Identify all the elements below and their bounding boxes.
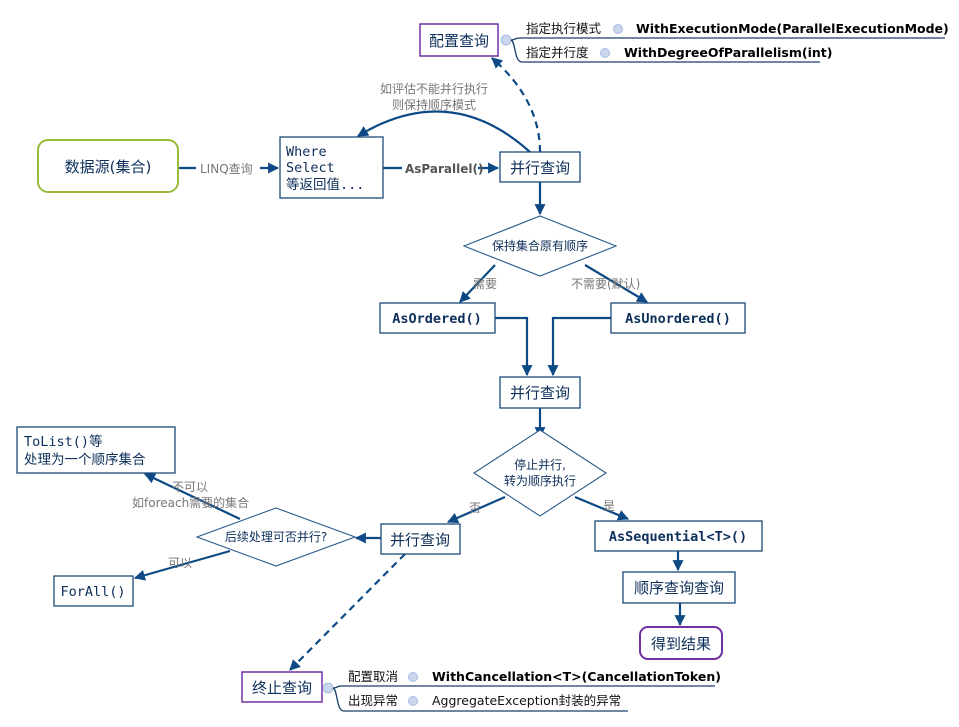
node-as-ordered[interactable]: AsOrdered() bbox=[379, 302, 496, 334]
node-config-label: 配置查询 bbox=[429, 32, 489, 50]
edge-label-can: 可以 bbox=[168, 556, 192, 570]
node-as-ordered-label: AsOrdered() bbox=[392, 311, 481, 327]
branch-value: AggregateException封装的异常 bbox=[432, 693, 621, 708]
branch-label: 指定并行度 bbox=[526, 45, 589, 60]
node-forall-label: ForAll() bbox=[60, 584, 125, 600]
collapse-icon[interactable] bbox=[500, 34, 512, 46]
edge-no bbox=[446, 495, 506, 524]
edge-need bbox=[459, 264, 496, 303]
node-keep-order[interactable]: 保持集合原有顺序 bbox=[462, 215, 618, 277]
node-follow-parallel[interactable]: 后续处理可否并行? bbox=[195, 507, 357, 567]
terminate-branches: 配置取消 WithCancellation<T>(CancellationTok… bbox=[322, 669, 721, 712]
edge-label-no-need: 不需要(默认) bbox=[571, 276, 640, 291]
edge-no-need bbox=[584, 264, 648, 303]
edge-label-fallback-2: 则保持顺序模式 bbox=[392, 97, 476, 112]
node-where-line2: Select bbox=[286, 160, 335, 176]
node-seq-query-label: 顺序查询查询 bbox=[634, 579, 724, 597]
collapse-icon[interactable] bbox=[322, 682, 334, 694]
edge-label-asparallel: AsParallel() bbox=[405, 162, 483, 176]
branch-value: WithDegreeOfParallelism(int) bbox=[624, 45, 832, 60]
node-parallel2[interactable]: 并行查询 bbox=[499, 376, 581, 409]
node-terminate-label: 终止查询 bbox=[252, 679, 312, 697]
node-tolist[interactable]: ToList()等 处理为一个顺序集合 bbox=[16, 426, 176, 474]
node-parallel1-label: 并行查询 bbox=[510, 159, 570, 177]
edge-terminate bbox=[289, 553, 406, 671]
node-where-line3: 等返回值... bbox=[286, 176, 364, 193]
node-terminate[interactable]: 终止查询 bbox=[241, 671, 323, 703]
branch-label: 出现异常 bbox=[348, 693, 398, 708]
edge-config bbox=[491, 57, 542, 153]
edge-can bbox=[133, 549, 231, 581]
edge-ordered-parallel2 bbox=[495, 316, 533, 377]
node-where-line1: Where bbox=[286, 144, 327, 160]
node-keep-order-label: 保持集合原有顺序 bbox=[492, 238, 588, 253]
edge-unordered-parallel2 bbox=[547, 316, 611, 377]
node-result[interactable]: 得到结果 bbox=[639, 626, 723, 660]
node-source[interactable]: 数据源(集合) bbox=[37, 139, 179, 193]
edge-label-cannot-2: 如foreach需要的集合 bbox=[132, 495, 249, 510]
collapse-icon[interactable] bbox=[408, 696, 418, 706]
node-follow-label: 后续处理可否并行? bbox=[225, 530, 327, 544]
node-parallel2-label: 并行查询 bbox=[510, 384, 570, 402]
collapse-icon[interactable] bbox=[600, 48, 610, 58]
node-source-label: 数据源(集合) bbox=[65, 158, 152, 176]
collapse-icon[interactable] bbox=[613, 24, 623, 34]
node-stop-line1: 停止并行, bbox=[514, 457, 566, 472]
edge-label-no: 否 bbox=[469, 501, 481, 515]
node-stop-parallel[interactable]: 停止并行, 转为顺序执行 bbox=[472, 429, 608, 517]
node-as-unordered[interactable]: AsUnordered() bbox=[610, 302, 746, 334]
node-seq-query[interactable]: 顺序查询查询 bbox=[622, 571, 736, 604]
node-where[interactable]: Where Select 等返回值... bbox=[279, 136, 384, 199]
branch-label: 配置取消 bbox=[348, 669, 398, 684]
node-tolist-line1: ToList()等 bbox=[24, 433, 103, 450]
config-branches: 指定执行模式 WithExecutionMode(ParallelExecuti… bbox=[500, 21, 949, 63]
node-as-sequential[interactable]: AsSequential<T>() bbox=[594, 520, 763, 552]
edge-cannot bbox=[144, 473, 241, 520]
edge-fallback bbox=[357, 110, 531, 153]
branch-label: 指定执行模式 bbox=[526, 21, 602, 36]
node-stop-line2: 转为顺序执行 bbox=[504, 473, 576, 488]
node-config[interactable]: 配置查询 bbox=[419, 23, 499, 57]
node-as-sequential-label: AsSequential<T>() bbox=[609, 529, 747, 545]
edge-label-yes: 是 bbox=[603, 499, 615, 513]
node-parallel3-label: 并行查询 bbox=[390, 531, 450, 549]
edge-label-cannot-1: 不可以 bbox=[172, 480, 208, 494]
collapse-icon[interactable] bbox=[408, 672, 418, 682]
branch-value: WithExecutionMode(ParallelExecutionMode) bbox=[636, 21, 949, 36]
node-forall[interactable]: ForAll() bbox=[53, 575, 134, 607]
edges bbox=[133, 57, 686, 671]
branch-value: WithCancellation<T>(CancellationToken) bbox=[432, 669, 721, 684]
node-parallel3[interactable]: 并行查询 bbox=[380, 523, 461, 555]
node-as-unordered-label: AsUnordered() bbox=[625, 311, 731, 327]
edge-label-linq: LINQ查询 bbox=[200, 162, 253, 176]
node-result-label: 得到结果 bbox=[651, 635, 711, 653]
edge-label-fallback-1: 如评估不能并行执行 bbox=[380, 81, 488, 96]
node-parallel1[interactable]: 并行查询 bbox=[499, 151, 581, 183]
edge-yes bbox=[574, 495, 630, 521]
node-tolist-line2: 处理为一个顺序集合 bbox=[24, 452, 146, 468]
edge-label-need: 需要 bbox=[473, 277, 497, 291]
